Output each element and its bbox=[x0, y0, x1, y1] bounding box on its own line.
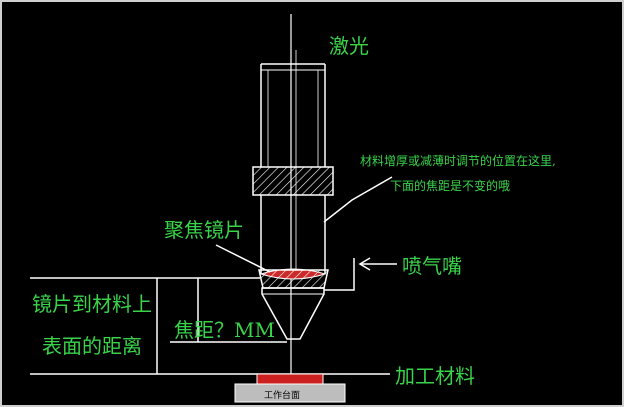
nozzle-label: 喷气嘴 bbox=[402, 254, 462, 278]
note-leader-line bbox=[323, 176, 393, 223]
lens-holder bbox=[258, 269, 329, 289]
material-label: 加工材料 bbox=[395, 364, 475, 388]
adjustment-collar bbox=[252, 166, 334, 196]
lens-to-surface-label-line-2: 表面的距离 bbox=[42, 334, 142, 358]
note-line-2: 下面的焦距是不变的哦 bbox=[390, 179, 511, 193]
gas-inlet-pipe bbox=[324, 258, 355, 291]
work-table-label: 工作台面 bbox=[264, 391, 301, 401]
lens-leader-line bbox=[215, 244, 271, 273]
nozzle-arrow-head bbox=[358, 257, 371, 271]
laser-label: 激光 bbox=[329, 34, 369, 58]
note-line-1: 材料增厚或减薄时调节的位置在这里, bbox=[360, 154, 556, 168]
focal-length-label: 焦距？MM bbox=[174, 318, 275, 342]
lens-to-surface-label-line-1: 镜片到材料上 bbox=[32, 292, 152, 316]
work-table bbox=[234, 383, 346, 403]
focus-lens-label: 聚焦镜片 bbox=[164, 218, 244, 242]
material-block bbox=[256, 373, 324, 385]
